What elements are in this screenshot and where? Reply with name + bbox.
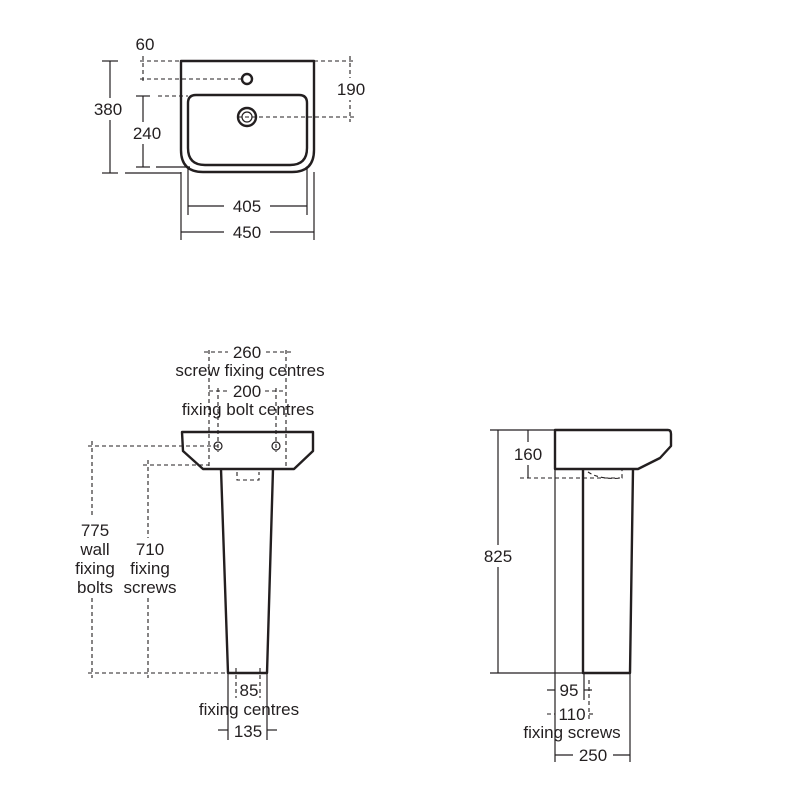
pedestal-front-outline <box>219 468 275 675</box>
bolt-icon <box>271 441 281 451</box>
dim-tap-hole: 60 <box>136 35 155 54</box>
dim-bowl-width: 405 <box>233 197 261 216</box>
basin-side-outline <box>553 428 673 471</box>
label-screws: screws <box>124 578 177 597</box>
side-view: 825 160 95 110 fixing screws 250 <box>484 428 673 765</box>
dim-overall-height: 825 <box>484 547 512 566</box>
dim-overall-width: 450 <box>233 223 261 242</box>
plan-view: 380 240 60 190 405 450 <box>88 35 374 242</box>
front-view: 260 screw fixing centres 200 fixing bolt… <box>75 343 324 741</box>
dim-basin-height: 160 <box>514 445 542 464</box>
basin-outline <box>179 59 316 174</box>
label-wall: wall <box>79 540 109 559</box>
dim-bowl-depth: 240 <box>133 124 161 143</box>
label-fixing-screws: fixing screws <box>523 723 620 742</box>
dim-pedestal-base: 135 <box>234 722 262 741</box>
label-fixing: fixing <box>130 559 170 578</box>
tap-hole-icon <box>240 72 254 86</box>
dim-pedestal-offset: 95 <box>560 681 579 700</box>
label-fixing: fixing <box>75 559 115 578</box>
dim-fixing-screw-offset: 110 <box>558 705 585 724</box>
label-screw-centres: screw fixing centres <box>175 361 324 380</box>
basin-front-outline <box>180 430 315 471</box>
dim-waste: 190 <box>337 80 365 99</box>
pedestal-side-outline <box>581 468 635 675</box>
label-bolt-centres: fixing bolt centres <box>182 400 314 419</box>
dim-fixing-screws: 710 <box>136 540 164 559</box>
dim-wall-bolts: 775 <box>81 521 109 540</box>
dim-screw-centres: 260 <box>233 343 261 362</box>
label-floor-fixing: fixing centres <box>199 700 299 719</box>
dim-floor-fixing: 85 <box>240 681 259 700</box>
label-bolts: bolts <box>77 578 113 597</box>
dim-bolt-centres: 200 <box>233 382 261 401</box>
dim-projection: 250 <box>579 746 607 765</box>
bowl-outline <box>186 93 309 167</box>
dim-depth: 380 <box>94 100 122 119</box>
